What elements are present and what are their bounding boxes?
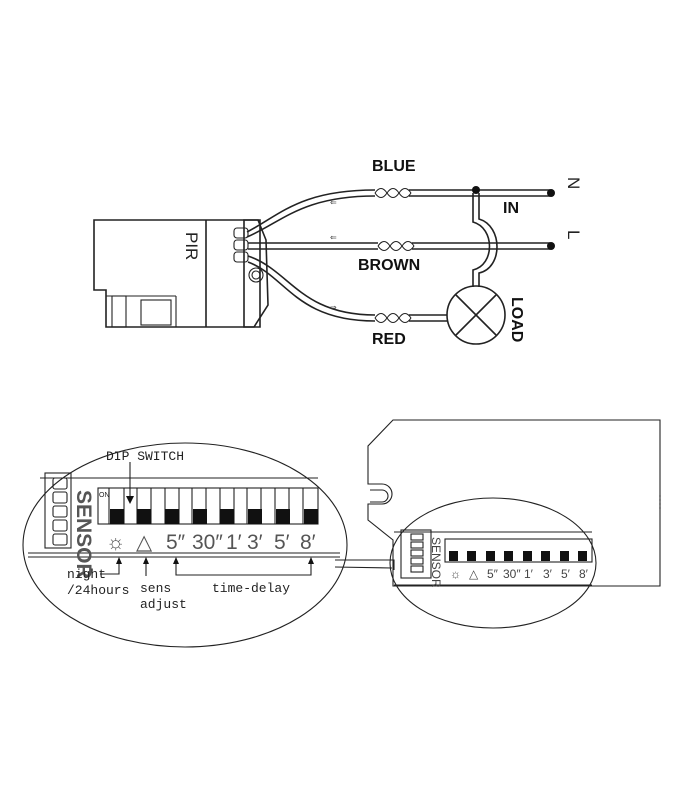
terminal-block-large [44, 472, 72, 549]
dip-switch-8 [304, 509, 318, 524]
night-annotation-arrow [100, 557, 122, 575]
wire-label-brown: BROWN [358, 257, 420, 274]
load-lamp-icon [446, 285, 506, 345]
switch-label-night-icon: ☼ [106, 531, 125, 554]
sens-label-line2: adjust [140, 597, 187, 612]
dip-switch-5 [220, 509, 234, 524]
switch-label-8m: 8′ [300, 531, 316, 554]
in-label: IN [503, 200, 519, 217]
sensor-label-small: SENSOR [429, 537, 443, 588]
dip-panel-large: SENSOR ON [28, 472, 340, 579]
svg-text:⇒: ⇒ [330, 303, 337, 312]
live-line [412, 242, 555, 250]
wire-red: ⇒ [247, 255, 376, 322]
switch-label-small-6: 3′ [543, 567, 553, 581]
callout-pointer [335, 559, 395, 570]
dip-switch-4 [193, 509, 207, 524]
switch-label-30s: 30″ [192, 531, 223, 554]
twist-connector-blue [374, 187, 412, 199]
switch-label-1m: 1′ [226, 531, 242, 554]
switch-label-small-4: 30″ [503, 567, 521, 581]
time-delay-bracket [173, 557, 314, 576]
sens-label-line1: sens [140, 581, 171, 596]
switch-label-small-3: 5″ [487, 567, 499, 581]
dip-switch-title: DIP SWITCH [106, 449, 184, 464]
detail-callout-ellipse-large [22, 442, 348, 648]
neutral-line [409, 186, 555, 197]
red-to-load-line [409, 314, 447, 322]
callout-pointer-2 [334, 566, 393, 569]
dip-switch-3 [165, 509, 179, 524]
dip-switch-1 [110, 509, 124, 524]
dip-panel-small: SENSOR ☼ △ 5″ 30″ 1′ 3′ 5′ 8′ [394, 529, 593, 588]
switch-label-5s: 5″ [166, 531, 186, 554]
dip-switch-block: ON [97, 487, 319, 525]
dip-switch-arrow [126, 462, 134, 504]
load-feed-line [472, 193, 498, 287]
switch-label-3m: 3′ [247, 531, 263, 554]
detail-callout-ellipse-small [389, 497, 597, 629]
wire-blue: ⇐ [246, 189, 376, 238]
wire-label-blue: BLUE [372, 158, 416, 175]
sensor-label: SENSOR [72, 490, 95, 579]
wire-label-red: RED [372, 331, 406, 348]
night-label-line2: /24hours [67, 583, 129, 598]
dip-switch-6 [248, 509, 262, 524]
svg-text:⇐: ⇐ [330, 198, 337, 207]
twist-connector-brown [377, 240, 415, 252]
switch-label-5m: 5′ [274, 531, 290, 554]
switch-label-sens-icon: △ [136, 531, 153, 554]
pir-device [93, 219, 269, 328]
pir-label: PIR [182, 232, 201, 260]
time-delay-label: time-delay [212, 581, 290, 596]
sens-annotation-arrow [143, 557, 149, 576]
on-label: ON [99, 492, 110, 499]
neutral-symbol: N [564, 177, 583, 189]
load-label: LOAD [508, 297, 525, 342]
night-label-line1: night [67, 567, 106, 582]
dip-switch-2 [137, 509, 151, 524]
switch-label-small-1: ☼ [450, 567, 461, 581]
live-symbol: L [564, 230, 583, 239]
svg-text:⇐: ⇐ [330, 233, 337, 242]
wire-brown: ⇐ [248, 233, 378, 250]
twist-connector-red [374, 312, 412, 324]
terminal-block-small [410, 533, 424, 573]
module-housing [367, 419, 661, 587]
switch-label-small-8: 8′ [579, 567, 589, 581]
switch-label-small-5: 1′ [524, 567, 534, 581]
switch-label-small-7: 5′ [561, 567, 571, 581]
switch-label-small-2: △ [469, 567, 479, 581]
dip-switch-7 [276, 509, 290, 524]
